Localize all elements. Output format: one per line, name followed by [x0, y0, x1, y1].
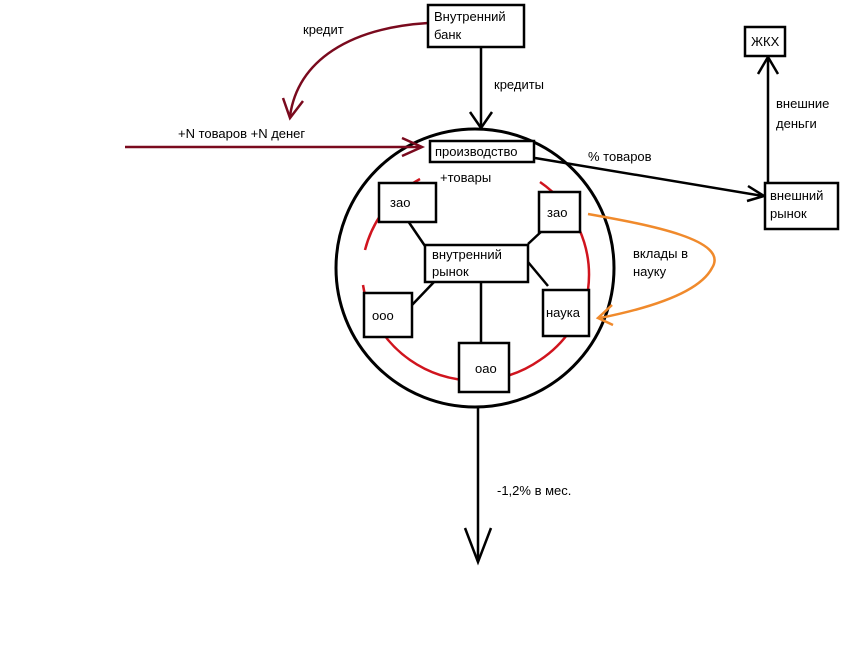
credits-arrow [468, 46, 494, 131]
external-money-label-line1: внешние [776, 96, 829, 111]
zhkh-node: ЖКХ [743, 25, 787, 58]
svg-text:ЖКХ: ЖКХ [751, 34, 780, 49]
credits-label: кредиты [494, 77, 544, 92]
svg-text:рынок: рынок [432, 264, 469, 279]
svg-text:внутренний: внутренний [432, 247, 502, 262]
decline-label: -1,2% в мес. [497, 483, 571, 498]
svg-text:оао: оао [475, 361, 497, 376]
svg-text:рынок: рынок [770, 206, 807, 221]
percent-goods-label: % товаров [588, 149, 652, 164]
svg-text:внешний: внешний [770, 188, 823, 203]
zao-left-node: зао [377, 181, 438, 224]
svg-text:производство: производство [435, 144, 517, 159]
economy-outer-circle [334, 127, 616, 409]
decline-arrow [463, 408, 493, 566]
external-money-arrow [756, 54, 780, 183]
svg-text:наука: наука [546, 305, 581, 320]
external-market-node: внешний рынок [763, 181, 840, 231]
credit-label: кредит [303, 22, 344, 37]
zao-right-node: зао [537, 190, 582, 234]
inflow-arrow [125, 136, 426, 158]
science-deposits-label-line1: вклады в [633, 246, 688, 261]
svg-text:Внутренний: Внутренний [434, 9, 506, 24]
svg-text:зао: зао [390, 195, 410, 210]
inflow-label: +N товаров +N денег [178, 126, 305, 141]
svg-text:ооо: ооо [372, 308, 394, 323]
svg-text:банк: банк [434, 27, 462, 42]
svg-text:зао: зао [547, 205, 567, 220]
goods-label: +товары [440, 170, 491, 185]
production-node: производство [428, 139, 536, 164]
credit-arrow [281, 21, 429, 121]
bank-node: Внутренний банк [426, 3, 526, 49]
ooo-node: ооо [362, 291, 414, 339]
science-deposits-label-line2: науку [633, 264, 667, 279]
external-money-label-line2: деньги [776, 116, 817, 131]
internal-market-node: внутренний рынок [423, 243, 530, 284]
nauka-node: наука [541, 288, 591, 338]
science-deposits-arrow [587, 212, 716, 327]
oao-node: оао [457, 341, 511, 394]
